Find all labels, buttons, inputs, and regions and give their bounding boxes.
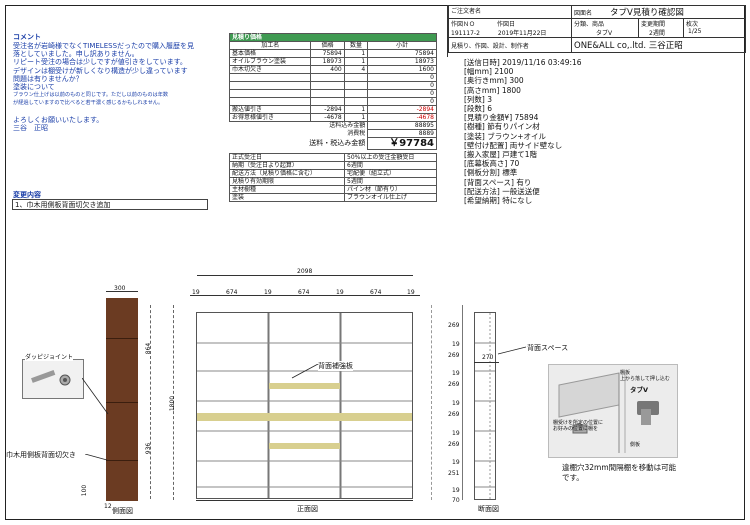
photo-label1: 棚板上から落して押し込む (620, 370, 670, 382)
dim-right: 269 (448, 441, 460, 448)
bracket-photo (548, 364, 678, 458)
changes-title: 変更内容 (13, 191, 41, 199)
dim-line (190, 295, 420, 296)
dim-upper-height: 864 (145, 342, 153, 355)
joint-icon (31, 370, 71, 386)
reinforce-label: 背面補強板 (318, 361, 353, 371)
side-joint-line (106, 460, 138, 461)
dim-right: 269 (448, 352, 460, 359)
front-view-label: 正面図 (297, 505, 318, 513)
dim-side-width: 300 (114, 285, 126, 292)
dim-line (150, 305, 151, 405)
dim-right: 70 (452, 497, 460, 504)
section-view-label: 断面図 (478, 505, 499, 513)
total-amount: ￥97784 (367, 137, 437, 150)
table-row: 0 (228, 97, 437, 106)
dim-right: 19 (452, 370, 460, 377)
dim-total-height: 1800 (169, 395, 177, 412)
dim-total-width: 2098 (297, 268, 313, 275)
spec-list: [送信日時] 2019/11/16 03:49:16[幅mm] 2100[奥行き… (464, 58, 582, 206)
dim-lower-height: 936 (145, 442, 153, 455)
photo-label2: 棚受けを所定の位置にお好みの位置に棚を (553, 420, 604, 432)
dim-right: 19 (452, 459, 460, 466)
col-header: 価格 (310, 41, 345, 50)
side-view-label: 側面図 (112, 507, 133, 515)
dim-base-height: 100 (81, 484, 89, 497)
dim-line (474, 362, 499, 363)
dim-right: 251 (448, 470, 460, 477)
joint-leader (82, 378, 109, 415)
dim-line (197, 275, 413, 276)
joint-photo (22, 359, 84, 399)
back-space-label: 背面スペース (527, 344, 569, 352)
section-lines (475, 313, 495, 499)
notch-label: 巾木用側板背面切欠き (6, 451, 76, 459)
photo-note: 違棚穴32mm間隔棚を移動は可能です。 (562, 463, 677, 482)
dim-post: 19 (407, 289, 415, 296)
front-cabinet (196, 312, 413, 499)
maker-name: ONE&ALL co,.ltd. 三谷正昭 (571, 37, 746, 53)
side-joint-line (106, 402, 138, 403)
dim-line (150, 407, 151, 499)
section-cabinet (474, 312, 496, 500)
dim-twelve: 12 (104, 503, 112, 510)
dim-right: 19 (452, 341, 460, 348)
dim-line (431, 305, 432, 500)
joint-label: ダッピジョイント (25, 352, 74, 361)
dim-right: 269 (448, 411, 460, 418)
dim-right: 269 (448, 322, 460, 329)
side-joint-line (106, 338, 138, 339)
table-row: 0 (228, 81, 437, 90)
dim-col-width: 674 (226, 289, 238, 296)
estimate-header: 見積り価格 (229, 33, 437, 42)
notch-leader (85, 454, 108, 461)
dim-line (462, 305, 463, 500)
photo-label3: 側板 (630, 442, 641, 448)
floor-line (196, 500, 413, 501)
dim-col-width: 674 (370, 289, 382, 296)
side-panel (106, 298, 138, 501)
front-cabinet-lines (197, 313, 412, 498)
dim-line (173, 305, 174, 500)
drawing-name: タブV見積り確認図 (610, 8, 684, 18)
dim-right: 269 (448, 381, 460, 388)
reinforce-leader (291, 364, 319, 379)
comment-body: 受注名が岩崎様でなくTIMELESSだったので購入履歴を見 落としていました。申… (13, 42, 195, 132)
dim-post: 19 (192, 289, 200, 296)
col-header: 小計 (367, 41, 437, 50)
comment-title: コメント (13, 33, 41, 41)
photo-brand: タブV (630, 386, 649, 394)
dim-right: 19 (452, 487, 460, 494)
table-row: 0 (228, 73, 437, 82)
dim-col-width: 674 (298, 289, 310, 296)
dim-back-space: 270 (482, 354, 494, 361)
page-frame (5, 5, 745, 520)
col-header: 数量 (343, 41, 369, 50)
table-row: 0 (228, 89, 437, 98)
dim-right: 19 (452, 400, 460, 407)
bracket-illustration (558, 372, 659, 453)
col-header: 加工名 (228, 41, 312, 50)
back-space-leader (497, 346, 527, 355)
dim-right: 19 (452, 430, 460, 437)
dim-post: 19 (264, 289, 272, 296)
dim-post: 19 (336, 289, 344, 296)
dim-line (106, 291, 138, 292)
changes-item: 1、巾木用側板背面切欠き追加 (12, 199, 208, 210)
